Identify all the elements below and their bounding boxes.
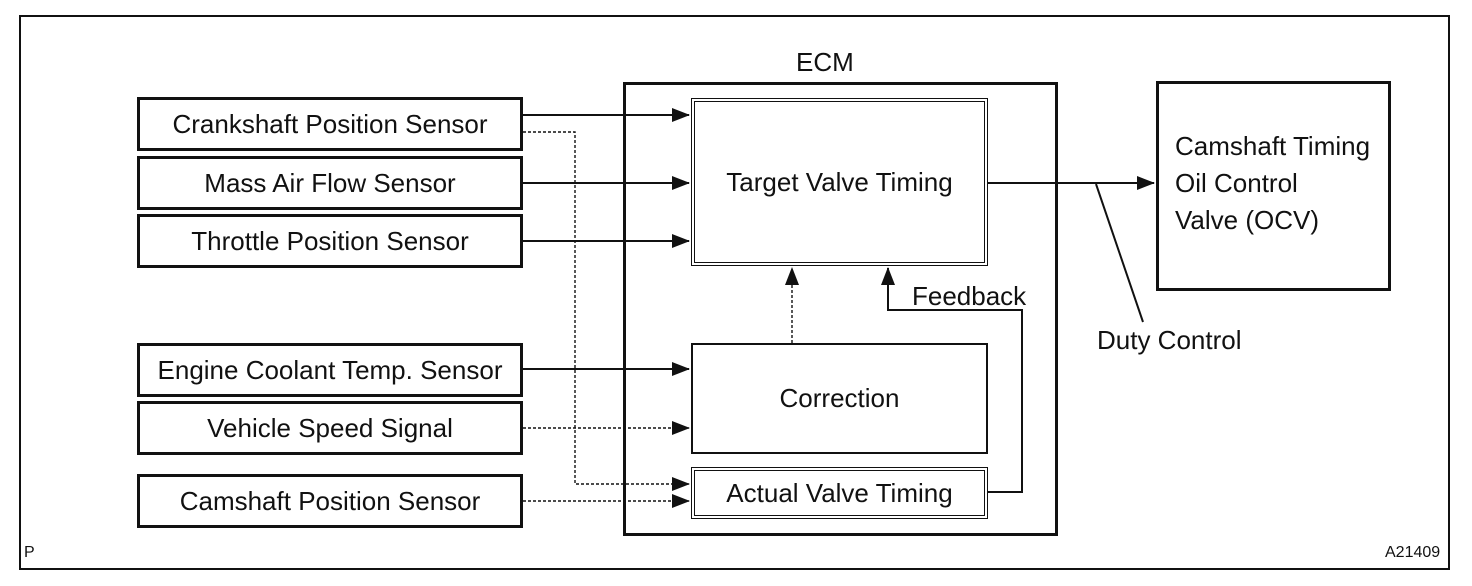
throttle-position-sensor-box: Throttle Position Sensor — [137, 214, 523, 268]
ocv-box: Camshaft Timing Oil Control Valve (OCV) — [1156, 81, 1391, 291]
crankshaft-to-actual-line — [523, 131, 690, 491]
engine-coolant-temp-sensor-box: Engine Coolant Temp. Sensor — [137, 343, 523, 397]
vehicle-speed-signal-label: Vehicle Speed Signal — [207, 412, 453, 443]
target-valve-timing-label: Target Valve Timing — [726, 166, 953, 197]
feedback-label: Feedback — [912, 281, 1027, 311]
camshaft-position-sensor-label: Camshaft Position Sensor — [179, 485, 481, 516]
ecm-title: ECM — [796, 47, 854, 77]
diagram-frame — [19, 15, 1450, 570]
camshaft-position-sensor-box: Camshaft Position Sensor — [137, 474, 523, 528]
correction-label: Correction — [779, 383, 900, 413]
crankshaft-position-sensor-box: Crankshaft Position Sensor — [137, 97, 523, 151]
ocv-line-1: Camshaft Timing — [1175, 131, 1371, 161]
vehicle-speed-signal-box: Vehicle Speed Signal — [137, 401, 523, 455]
correction-block: Correction — [691, 343, 988, 454]
ecm-box — [623, 82, 1058, 536]
feedback-loop-line — [881, 267, 1023, 493]
page-mark: P — [24, 544, 35, 561]
target-valve-timing-block: Target Valve Timing — [691, 98, 988, 266]
ocv-line-2: Oil Control — [1175, 168, 1298, 198]
mass-air-flow-sensor-box: Mass Air Flow Sensor — [137, 156, 523, 210]
ocv-line-3: Valve (OCV) — [1175, 205, 1319, 235]
mass-air-flow-sensor-label: Mass Air Flow Sensor — [204, 167, 456, 198]
crankshaft-position-sensor-label: Crankshaft Position Sensor — [172, 108, 488, 139]
actual-valve-timing-label: Actual Valve Timing — [726, 477, 953, 508]
engine-coolant-temp-sensor-label: Engine Coolant Temp. Sensor — [157, 354, 503, 385]
duty-control-leader — [1095, 183, 1144, 323]
figure-code: A21409 — [1385, 544, 1441, 561]
duty-control-label: Duty Control — [1097, 325, 1242, 355]
actual-valve-timing-block: Actual Valve Timing — [691, 467, 988, 519]
throttle-position-sensor-label: Throttle Position Sensor — [191, 225, 469, 256]
